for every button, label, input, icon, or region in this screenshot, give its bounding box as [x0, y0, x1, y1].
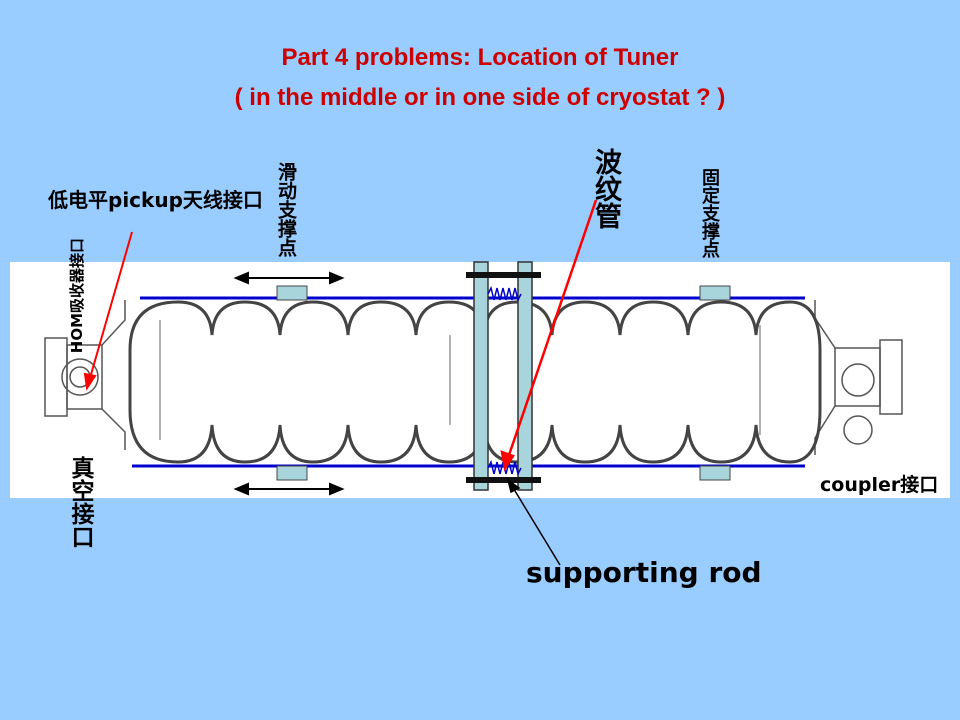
- fixed-support-block-top: [699, 285, 731, 301]
- fixed-support-label: 固定支撑点: [699, 168, 720, 258]
- tuner-rod-right: [517, 261, 533, 491]
- coupler-port-label: coupler接口: [820, 474, 939, 496]
- sliding-support-label: 滑动支撑点: [275, 162, 297, 257]
- tuner-rod-left: [473, 261, 489, 491]
- slide-title-line2: ( in the middle or in one side of cryost…: [234, 84, 726, 111]
- supporting-rod-label: supporting rod: [526, 556, 762, 589]
- sliding-arrow-top: [233, 271, 345, 285]
- right-end-assembly: [814, 300, 903, 455]
- sliding-arrow-bottom: [233, 482, 345, 496]
- dimension-lines: [159, 320, 761, 440]
- bellows-spring-top: [487, 285, 522, 303]
- sliding-support-block-top: [276, 285, 308, 301]
- tuner-plate-top: [466, 272, 541, 278]
- tuner-plate-bottom: [466, 477, 541, 483]
- slide-title-line1: Part 4 problems: Location of Tuner: [281, 44, 679, 71]
- vacuum-port-label: 真空接口: [67, 456, 93, 548]
- pickup-pointer-arrow: [83, 231, 133, 391]
- bellows-label: 波纹管: [590, 148, 621, 229]
- sliding-support-block-bottom: [276, 465, 308, 481]
- bellows-pointer-arrow: [500, 199, 598, 472]
- hom-absorber-port-label: HOM吸收器接口: [68, 238, 86, 354]
- pickup-port-label: 低电平pickup天线接口: [48, 188, 263, 212]
- fixed-support-block-bottom: [699, 465, 731, 481]
- supporting-rod-pointer-arrow: [506, 478, 561, 566]
